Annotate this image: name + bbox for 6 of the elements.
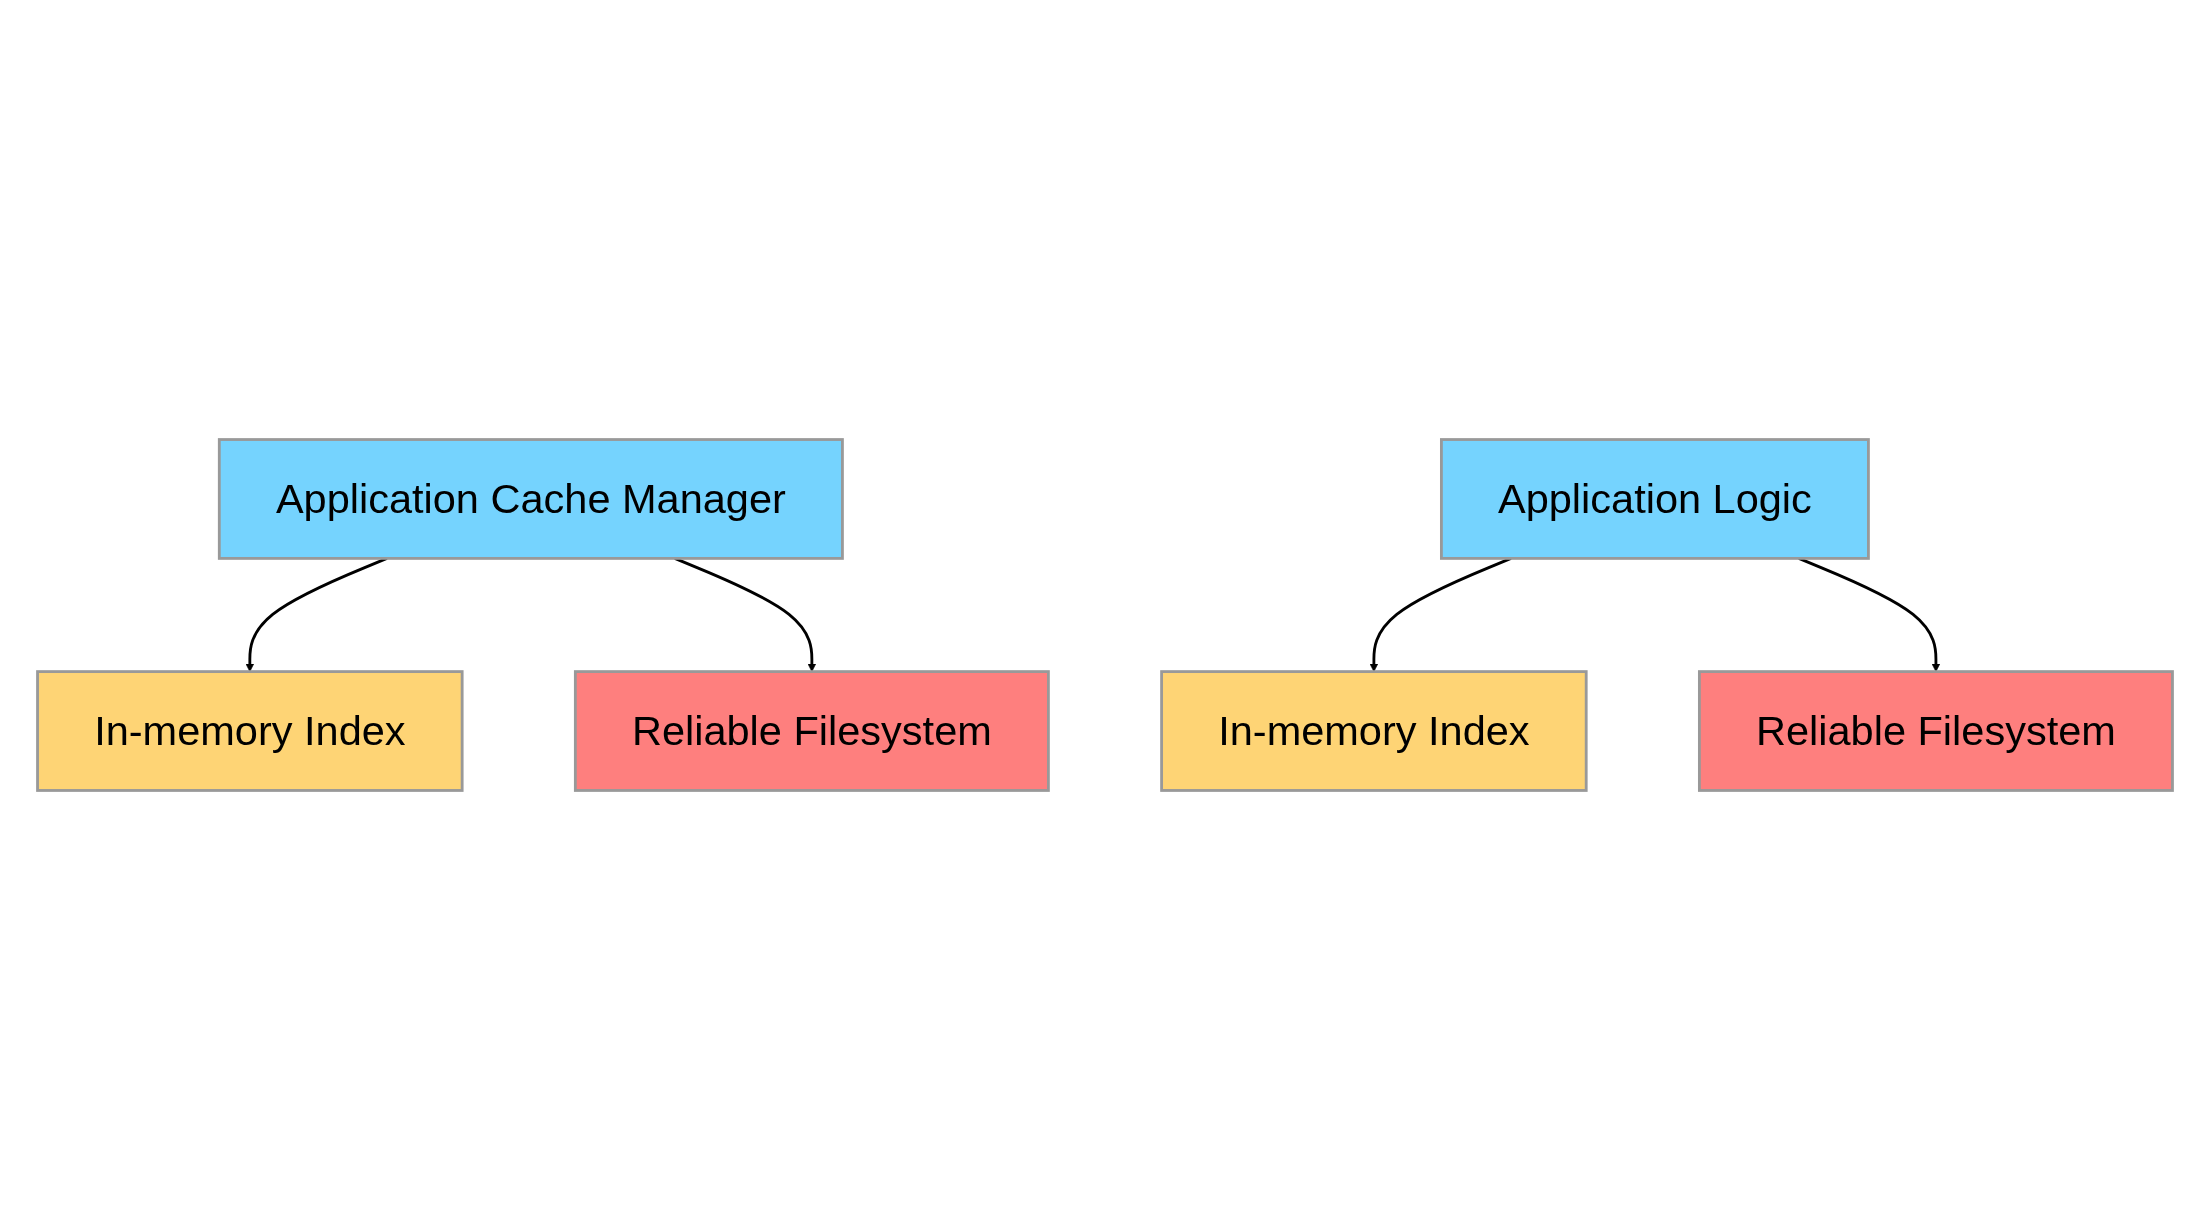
node-box: Reliable Filesystem <box>573 670 1050 792</box>
node-box: Reliable Filesystem <box>1697 670 2174 792</box>
node-box: In-memory Index <box>35 670 464 792</box>
node-box: In-memory Index <box>1159 670 1588 792</box>
node-box: Application Logic <box>1439 438 1870 560</box>
node-box: Application Cache Manager <box>217 438 844 560</box>
